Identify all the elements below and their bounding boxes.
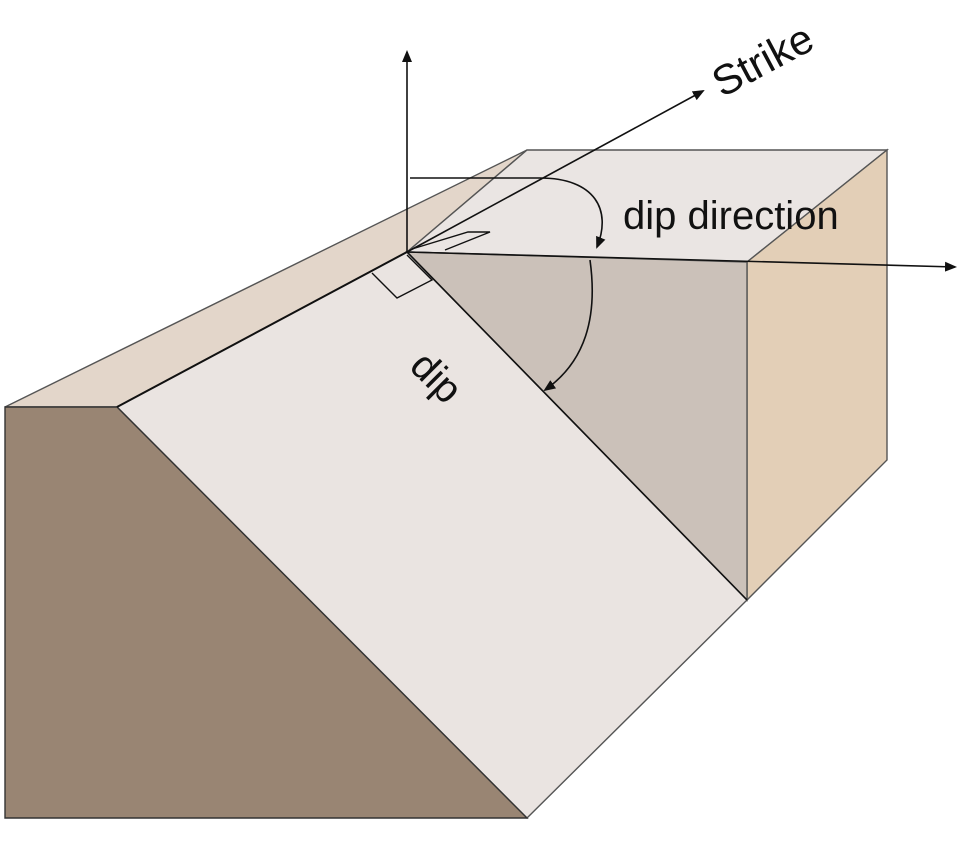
strike-label: Strike [704,14,821,106]
dip-direction-label: dip direction [623,194,839,238]
dip-direction-axis-arrow [406,251,957,272]
front-face [4,406,529,819]
strike-arrow [406,90,705,253]
right-angle-marker-top [411,231,491,251]
dip-angle-curve-arrow [543,259,593,392]
dip-direction-curve-arrow [410,177,606,249]
strike-line [116,251,408,408]
dip-line [406,251,748,601]
right-angle-marker-dip [371,254,434,299]
